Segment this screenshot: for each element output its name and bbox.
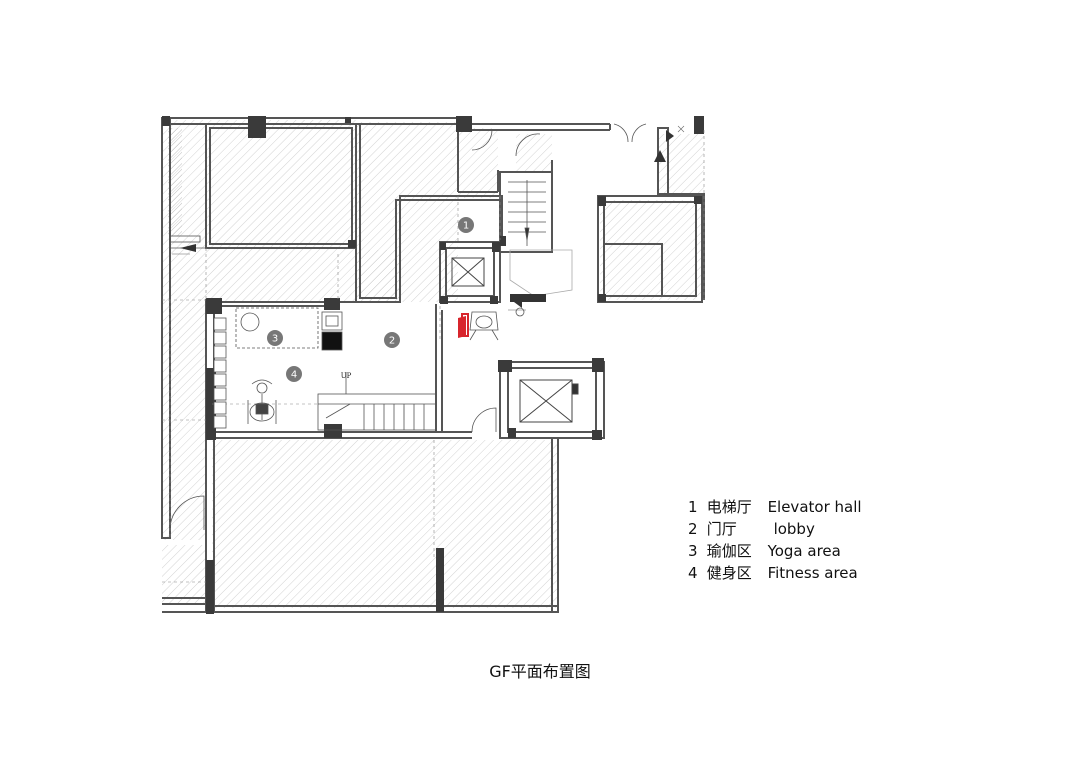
legend-row-3: 3 瑜伽区 Yoga area bbox=[688, 540, 862, 562]
legend-number: 2 bbox=[688, 520, 698, 538]
elevator-2 bbox=[519, 379, 579, 423]
svg-text:4: 4 bbox=[291, 370, 297, 381]
legend-name-en: Yoga area bbox=[767, 542, 841, 560]
legend-name-cn: 健身区 bbox=[706, 564, 752, 582]
dashed-lines bbox=[162, 130, 705, 583]
cabinet-unit bbox=[321, 311, 343, 351]
legend-number: 4 bbox=[688, 564, 698, 582]
wall-cabinets bbox=[213, 317, 227, 429]
entrance-ticks bbox=[172, 125, 685, 420]
legend-name-cn: 瑜伽区 bbox=[706, 542, 752, 560]
legend-name-cn: 门厅 bbox=[706, 520, 737, 538]
legend-name-en: Fitness area bbox=[767, 564, 858, 582]
column-band-hatch bbox=[168, 128, 182, 236]
fitness-machine bbox=[247, 379, 277, 424]
legend-number: 3 bbox=[688, 542, 698, 560]
stair-lower bbox=[317, 372, 437, 431]
reception-desk bbox=[458, 313, 469, 338]
svg-text:1: 1 bbox=[463, 221, 469, 232]
legend-name-en: Elevator hall bbox=[767, 498, 862, 516]
legend-name-cn: 电梯厅 bbox=[706, 498, 752, 516]
svg-text:3: 3 bbox=[272, 334, 278, 345]
yoga-mat-area bbox=[235, 307, 319, 349]
legend-row-1: 1 电梯厅 Elevator hall bbox=[688, 496, 862, 518]
room-marker-3: 3 bbox=[267, 330, 283, 346]
room-legend: 1 电梯厅 Elevator hall 2 门厅 lobby 3 瑜伽区 Yog… bbox=[688, 496, 862, 584]
room-marker-2: 2 bbox=[384, 332, 400, 348]
room-marker-1: 1 bbox=[458, 217, 474, 233]
legend-row-2: 2 门厅 lobby bbox=[688, 518, 862, 540]
plan-title: GF平面布置图 bbox=[489, 662, 591, 681]
stair-up-label: UP bbox=[341, 372, 352, 380]
stair-upper bbox=[508, 180, 573, 302]
side-table bbox=[515, 307, 525, 317]
room-marker-4: 4 bbox=[286, 366, 302, 382]
svg-text:2: 2 bbox=[389, 336, 395, 347]
doors bbox=[169, 123, 647, 531]
legend-number: 1 bbox=[688, 498, 698, 516]
legend-row-4: 4 健身区 Fitness area bbox=[688, 562, 862, 584]
columns bbox=[162, 116, 704, 614]
elevator-1 bbox=[451, 257, 485, 287]
hatched-zones bbox=[162, 120, 704, 608]
legend-name-en: lobby bbox=[773, 520, 815, 538]
entrance-markers bbox=[180, 130, 674, 308]
lobby-sofa bbox=[469, 311, 499, 341]
